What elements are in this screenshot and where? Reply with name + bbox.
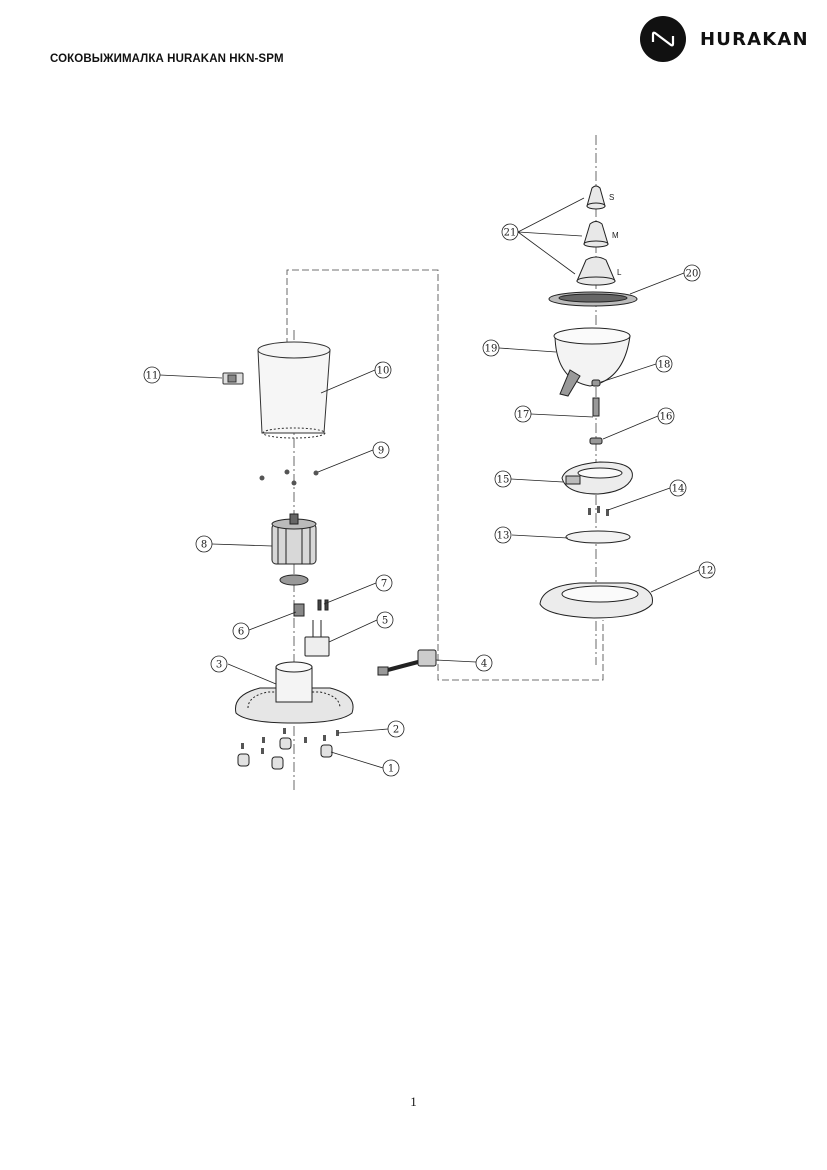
callout-4: 4 <box>481 659 487 670</box>
callout-5: 5 <box>382 616 388 627</box>
part-capacitor <box>304 620 330 657</box>
part-tray <box>561 461 633 495</box>
brand-logo: HURAKAN <box>640 16 809 62</box>
callout-13: 13 <box>497 531 510 542</box>
callout-2: 2 <box>393 725 399 736</box>
part-strainer <box>548 291 638 307</box>
callout-19: 19 <box>485 344 498 355</box>
part-lower-base <box>539 582 653 619</box>
part-shaft <box>589 379 603 445</box>
part-connector <box>293 599 329 617</box>
part-base <box>235 661 354 724</box>
part-power-cord <box>377 649 437 676</box>
callout-18: 18 <box>658 360 671 371</box>
callout-21: 21 <box>504 228 517 239</box>
part-screws-14 <box>588 506 609 516</box>
part-cones <box>576 185 616 286</box>
cone-size-m: M <box>612 231 619 240</box>
part-housing <box>257 341 331 439</box>
callout-10: 10 <box>377 366 390 377</box>
logo-mark-icon <box>640 16 686 62</box>
callout-20: 20 <box>686 269 699 280</box>
callout-7: 7 <box>381 579 387 590</box>
part-bowl <box>553 327 631 397</box>
callout-1: 1 <box>388 764 394 775</box>
part-screws-2 <box>241 728 339 754</box>
brand-name: HURAKAN <box>700 28 809 50</box>
part-screws-9 <box>259 469 319 486</box>
callout-17: 17 <box>517 410 530 421</box>
callout-14: 14 <box>672 484 685 495</box>
page-number: 1 <box>410 1094 417 1109</box>
part-switch <box>222 372 244 385</box>
callout-16: 16 <box>660 412 673 423</box>
cone-size-l: L <box>617 268 622 277</box>
cone-size-s: S <box>609 193 614 202</box>
callout-15: 15 <box>497 475 510 486</box>
callout-6: 6 <box>238 627 244 638</box>
callout-12: 12 <box>701 566 714 577</box>
callout-9: 9 <box>378 446 384 457</box>
doc-title: СОКОВЫЖИМАЛКА HURAKAN HKN-SPM <box>50 53 284 65</box>
callout-8: 8 <box>201 540 207 551</box>
callout-11: 11 <box>146 371 159 382</box>
part-feet <box>237 737 333 770</box>
callout-3: 3 <box>216 660 222 671</box>
part-motor <box>271 513 317 586</box>
part-plate <box>565 530 631 544</box>
